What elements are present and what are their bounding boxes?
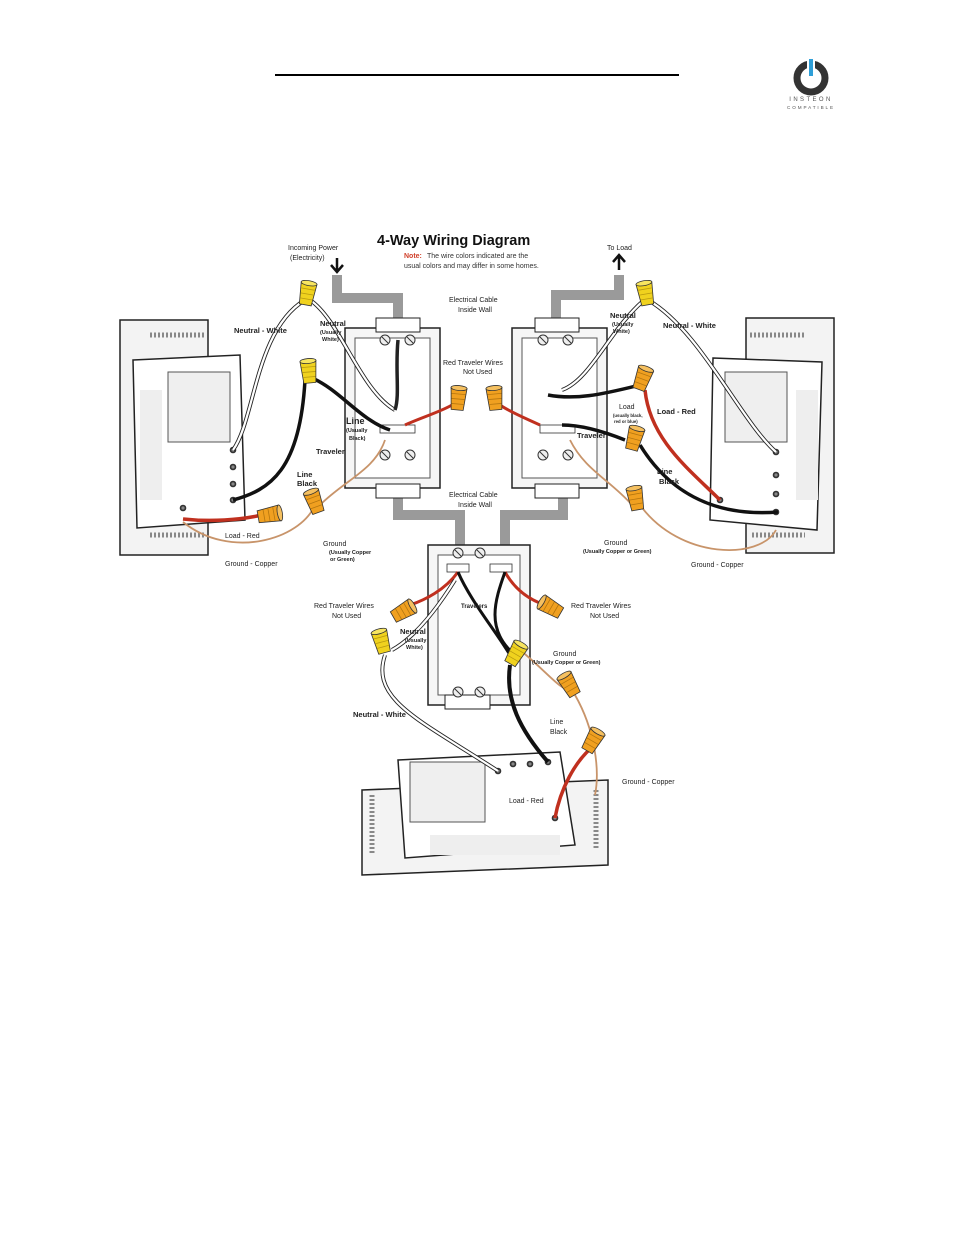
bottom-red-traveler-left-2: Not Used xyxy=(332,613,361,620)
left-usually-white-2: White) xyxy=(322,337,339,343)
right-wires xyxy=(499,298,779,551)
cable-top-label-2: Inside Wall xyxy=(458,307,492,314)
right-load-red-label: Load - Red xyxy=(657,407,696,416)
right-usually-copper: (Usually Copper or Green) xyxy=(583,549,652,555)
bottom-red-traveler-right-1: Red Traveler Wires xyxy=(571,603,631,610)
wirenut-left-load xyxy=(256,504,285,526)
bottom-neutral-label: Neutral xyxy=(400,627,426,636)
left-neutral-label: Neutral xyxy=(320,319,346,328)
bottom-ground-label: Ground xyxy=(553,651,576,658)
bottom-usually-copper: (Usually Copper or Green) xyxy=(532,660,601,666)
right-neutral-white-label: Neutral - White xyxy=(663,321,716,330)
header-rule xyxy=(275,74,679,76)
bottom-dimmer-switch xyxy=(361,751,609,876)
left-line-black-1: Line xyxy=(297,470,312,479)
left-usually-white-1: (Usually xyxy=(320,330,342,336)
left-traveler-label: Traveler xyxy=(316,447,345,456)
right-traveler-label: Traveler xyxy=(577,431,606,440)
left-wires xyxy=(182,298,453,544)
cable-left-to-middle xyxy=(393,492,465,545)
left-usually-black-1: (Usually xyxy=(346,428,368,434)
to-load-label: To Load xyxy=(607,245,632,252)
left-ground-copper-label: Ground - Copper xyxy=(225,561,278,568)
left-line-black-2: Black xyxy=(297,479,318,488)
left-usually-black-2: Black) xyxy=(349,436,366,442)
cable-to-load xyxy=(551,275,624,322)
bottom-neutral-white-label: Neutral - White xyxy=(353,710,406,719)
wirenut-bottom-load xyxy=(579,725,607,756)
wirenut-right-load xyxy=(630,363,655,393)
right-load-note-2: red or blue) xyxy=(614,419,638,424)
right-usually-white-2: White) xyxy=(613,329,630,335)
right-dimmer-switch xyxy=(709,317,835,554)
middle-wires xyxy=(380,571,598,819)
wirenut-bottom-neutral xyxy=(370,626,393,656)
bottom-travelers-label: Travelers xyxy=(461,604,488,610)
wirenut-bottom-red-right xyxy=(535,593,566,621)
wirenut-right-ground xyxy=(625,483,647,512)
diagram-title: 4-Way Wiring Diagram xyxy=(377,233,530,249)
left-line-label: Line xyxy=(346,416,365,426)
incoming-power-label: Incoming Power xyxy=(288,245,339,252)
bottom-load-red-label: Load - Red xyxy=(509,798,544,805)
red-traveler-top-label-2: Not Used xyxy=(463,369,492,376)
bottom-line-black-1: Line xyxy=(550,719,563,726)
bottom-ground-copper-label: Ground - Copper xyxy=(622,779,675,786)
wirenut-left-traveler xyxy=(448,384,468,412)
note-label: Note: xyxy=(404,253,422,260)
incoming-power-label-2: (Electricity) xyxy=(290,255,325,262)
right-ground-copper-label: Ground - Copper xyxy=(691,562,744,569)
logo-brand: INSTEON xyxy=(789,97,833,103)
bottom-line-black-2: Black xyxy=(550,729,568,736)
red-traveler-top-label: Red Traveler Wires xyxy=(443,360,503,367)
left-usually-copper-1: (Usually Copper xyxy=(329,550,372,556)
right-load-note-1: (usually black, xyxy=(613,413,643,418)
right-line-black-1: Line xyxy=(657,467,672,476)
note-line-1: The wire colors indicated are the xyxy=(427,253,528,260)
to-load-arrow-icon xyxy=(612,253,626,270)
right-neutral-label: Neutral xyxy=(610,311,636,320)
left-usually-copper-2: or Green) xyxy=(330,557,355,563)
wirenut-right-traveler xyxy=(485,384,505,412)
right-usually-white-1: (Usually xyxy=(612,322,634,328)
middle-junction-box xyxy=(427,544,531,710)
logo-sub: COMPATIBLE xyxy=(787,105,835,110)
bottom-red-traveler-right-2: Not Used xyxy=(590,613,619,620)
right-line-black-2: Black xyxy=(659,477,680,486)
left-neutral-white-label: Neutral - White xyxy=(234,326,287,335)
insteon-power-icon xyxy=(793,57,829,96)
note-line-2: usual colors and may differ in some home… xyxy=(404,263,539,270)
wirenut-left-ground xyxy=(302,486,327,516)
cable-top-label: Electrical Cable xyxy=(449,297,498,304)
left-load-red-label: Load - Red xyxy=(225,533,260,540)
bottom-red-traveler-left-1: Red Traveler Wires xyxy=(314,603,374,610)
cable-mid-label-2: Inside Wall xyxy=(458,502,492,509)
wirenut-left-line xyxy=(299,357,319,385)
right-load-label: Load xyxy=(619,404,635,411)
right-junction-box xyxy=(511,317,608,499)
right-ground-label: Ground xyxy=(604,540,627,547)
left-dimmer-switch xyxy=(119,319,246,556)
wirenut-right-neutral xyxy=(635,278,657,307)
bottom-usually-white-2: White) xyxy=(406,645,423,651)
cable-incoming xyxy=(332,275,403,322)
cable-mid-label: Electrical Cable xyxy=(449,492,498,499)
wirenut-bottom-ground xyxy=(555,669,583,700)
wirenut-bottom-red-left xyxy=(388,597,419,625)
cable-right-to-middle xyxy=(500,492,568,545)
left-ground-label: Ground xyxy=(323,541,346,548)
incoming-arrow-icon xyxy=(330,258,344,274)
bottom-usually-white-1: (Usually xyxy=(405,638,427,644)
